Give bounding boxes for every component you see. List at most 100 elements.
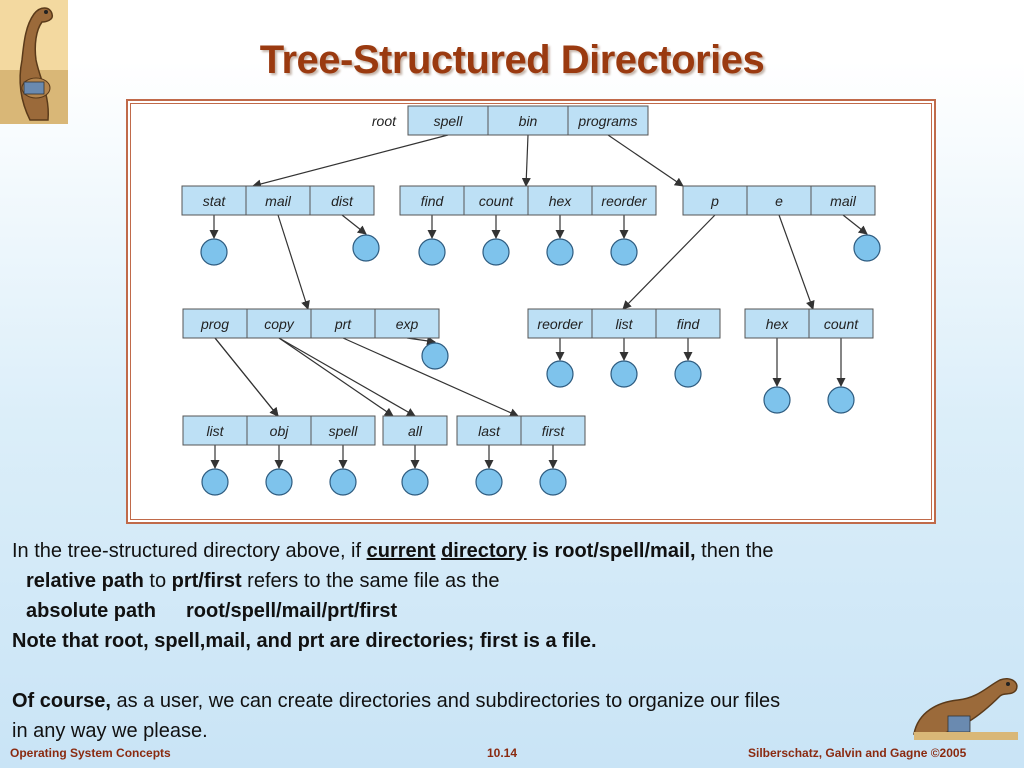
footer-copyright: Silberschatz, Galvin and Gagne ©2005 (748, 746, 967, 760)
body-text: in any way we please. (12, 720, 208, 742)
emphasis-current: current (366, 540, 436, 562)
directory-entry-label: bin (519, 113, 538, 129)
file-node (546, 360, 574, 388)
file-node (853, 234, 881, 262)
directory-entry-mail-0: prog (182, 308, 248, 339)
tree-edge (521, 134, 531, 187)
directory-cell (810, 185, 876, 216)
body-text: to (143, 570, 172, 592)
file-node (475, 468, 503, 496)
directory-entry-label: programs (577, 113, 637, 129)
directory-entry-label: exp (396, 316, 419, 332)
emphasis-path: is root/spell/mail, (526, 540, 696, 562)
directory-entry-label: all (408, 423, 423, 439)
directory-entry-label: reorder (537, 316, 583, 332)
directory-entry-label: mail (830, 193, 857, 209)
directory-cell (382, 415, 448, 446)
directory-entry-prog-2: spell (310, 415, 376, 446)
directory-entry-p-0: reorder (527, 308, 593, 339)
emphasis-prt-first: prt/first (171, 570, 242, 592)
directory-entry-programs-1: e (746, 185, 812, 216)
file-node (201, 468, 229, 496)
body-text: as a user, we can create directories and… (110, 690, 781, 712)
directory-entry-spell-2: dist (309, 185, 375, 216)
directory-entry-label: hex (549, 193, 573, 209)
directory-entry-label: spell (329, 423, 359, 439)
directory-entry-p-1: list (591, 308, 657, 339)
directory-entry-label: p (710, 193, 719, 209)
directory-entry-spell-0: stat (181, 185, 247, 216)
directory-entry-label: prog (200, 316, 229, 332)
slide-title: Tree-Structured Directories (259, 38, 765, 82)
directory-entry-label: spell (434, 113, 464, 129)
emphasis-directory: directory (441, 540, 527, 562)
directory-cell (309, 185, 375, 216)
tree-edge (607, 134, 684, 187)
body-text: In the tree-structured directory above, … (12, 540, 367, 562)
slide-body: In the tree-structured directory above, … (12, 536, 1012, 746)
directory-entry-prog-0: list (182, 415, 248, 446)
tree-edge (214, 337, 279, 417)
directory-entry-mail-2: prt (310, 308, 376, 339)
directory-entry-bin-1: count (463, 185, 529, 216)
directory-entry-bin-0: find (399, 185, 465, 216)
directory-entry-label: mail (265, 193, 292, 209)
body-line-6: in any way we please. (12, 716, 1012, 746)
directory-entry-mail-1: copy (246, 308, 312, 339)
tree-edge (278, 337, 394, 417)
body-line-2: relative path to prt/first refers to the… (12, 566, 1012, 596)
tree-edge (342, 337, 519, 417)
directory-entry-label: find (421, 193, 445, 209)
directory-entry-prt-0: last (456, 415, 522, 446)
directory-entry-label: find (677, 316, 701, 332)
note-text: Note that root, spell,mail, and prt are … (12, 630, 597, 652)
directory-entry-label: first (542, 423, 566, 439)
directory-cell (808, 308, 874, 339)
directory-cell (310, 415, 376, 446)
directory-tree-figure: spell bin programs stat mail dist find count hex… (126, 99, 936, 524)
directory-cell (487, 105, 569, 136)
emphasis-of-course: Of course, (12, 690, 111, 712)
directory-cell (246, 308, 312, 339)
file-node (352, 234, 380, 262)
footer-book-title: Operating System Concepts (10, 746, 171, 760)
directory-cell (527, 185, 593, 216)
directory-cell (527, 308, 593, 339)
directory-entry-label: count (824, 316, 859, 332)
body-line-1: In the tree-structured directory above, … (12, 536, 1012, 566)
tree-edge (622, 214, 716, 310)
file-node (482, 238, 510, 266)
tree-edge (277, 214, 310, 310)
directory-entry-copy-0: all (382, 415, 448, 446)
directory-entry-root-2: programs (567, 105, 649, 136)
directory-entry-label: hex (766, 316, 790, 332)
directory-entry-e-1: count (808, 308, 874, 339)
file-node (610, 360, 638, 388)
directory-entry-label: copy (264, 316, 295, 332)
file-node (421, 342, 449, 370)
directory-entry-e-0: hex (744, 308, 810, 339)
directory-entry-mail-3: exp (374, 308, 440, 339)
file-node (539, 468, 567, 496)
tree-edge (842, 214, 868, 235)
directory-entry-prt-1: first (520, 415, 586, 446)
directory-cell (310, 308, 376, 339)
directory-entry-spell-1: mail (245, 185, 311, 216)
directory-entry-root-1: bin (487, 105, 569, 136)
directory-cell (407, 105, 489, 136)
directory-entry-label: stat (203, 193, 227, 209)
file-node (827, 386, 855, 414)
directory-entry-bin-3: reorder (591, 185, 657, 216)
directory-cell (591, 185, 657, 216)
directory-cell (744, 308, 810, 339)
directory-cell (246, 415, 312, 446)
file-node (418, 238, 446, 266)
dinosaur-logo-icon (913, 678, 1018, 740)
tree-edge (341, 214, 367, 235)
file-node (546, 238, 574, 266)
directory-entry-label: dist (331, 193, 354, 209)
file-node (265, 468, 293, 496)
directory-entry-programs-2: mail (810, 185, 876, 216)
directory-cell (374, 308, 440, 339)
